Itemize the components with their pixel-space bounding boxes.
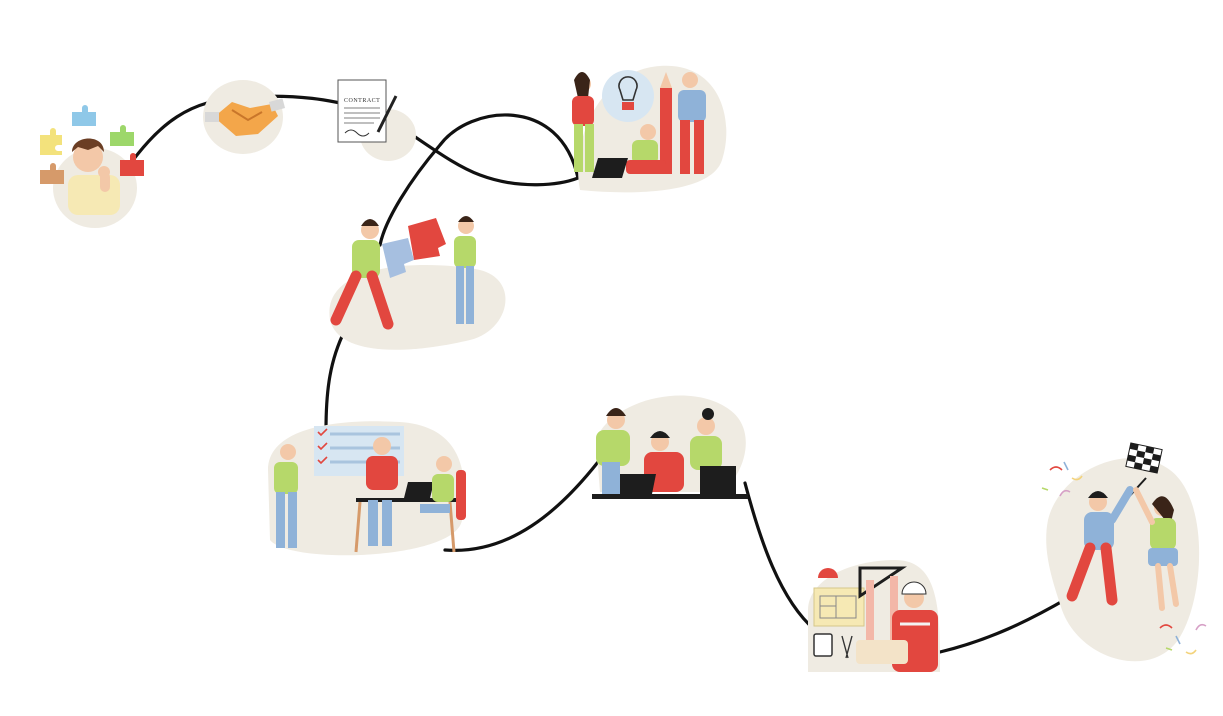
finish-flag-celebration-icon — [1041, 442, 1207, 655]
contract-document-label: CONTRACT — [344, 98, 380, 104]
puzzle-team-icon — [330, 216, 476, 330]
stage-agreement — [203, 80, 286, 154]
engineer-blueprint-icon — [813, 566, 938, 672]
thinking-person-icon — [68, 138, 120, 215]
stage-planning — [268, 421, 466, 556]
puzzle-pieces-icon — [40, 105, 144, 184]
checklist-meeting-icon — [274, 426, 466, 553]
stage-brainstorm — [572, 65, 727, 193]
stage-integration — [329, 216, 506, 350]
lightbulb-team-icon — [572, 70, 706, 178]
stage-contract: CONTRACT — [337, 79, 416, 161]
stage-success — [1041, 442, 1207, 662]
stage-collaboration — [592, 395, 748, 499]
stage-engineering — [808, 560, 940, 672]
contract-document-icon: CONTRACT — [337, 79, 398, 143]
stage-idea — [40, 105, 144, 228]
confetti-icon — [1041, 461, 1207, 655]
team-laptop-icon — [592, 408, 748, 499]
checkered-flag-icon — [1125, 442, 1163, 501]
handshake-icon — [205, 98, 286, 136]
journey-path — [118, 94, 1070, 654]
